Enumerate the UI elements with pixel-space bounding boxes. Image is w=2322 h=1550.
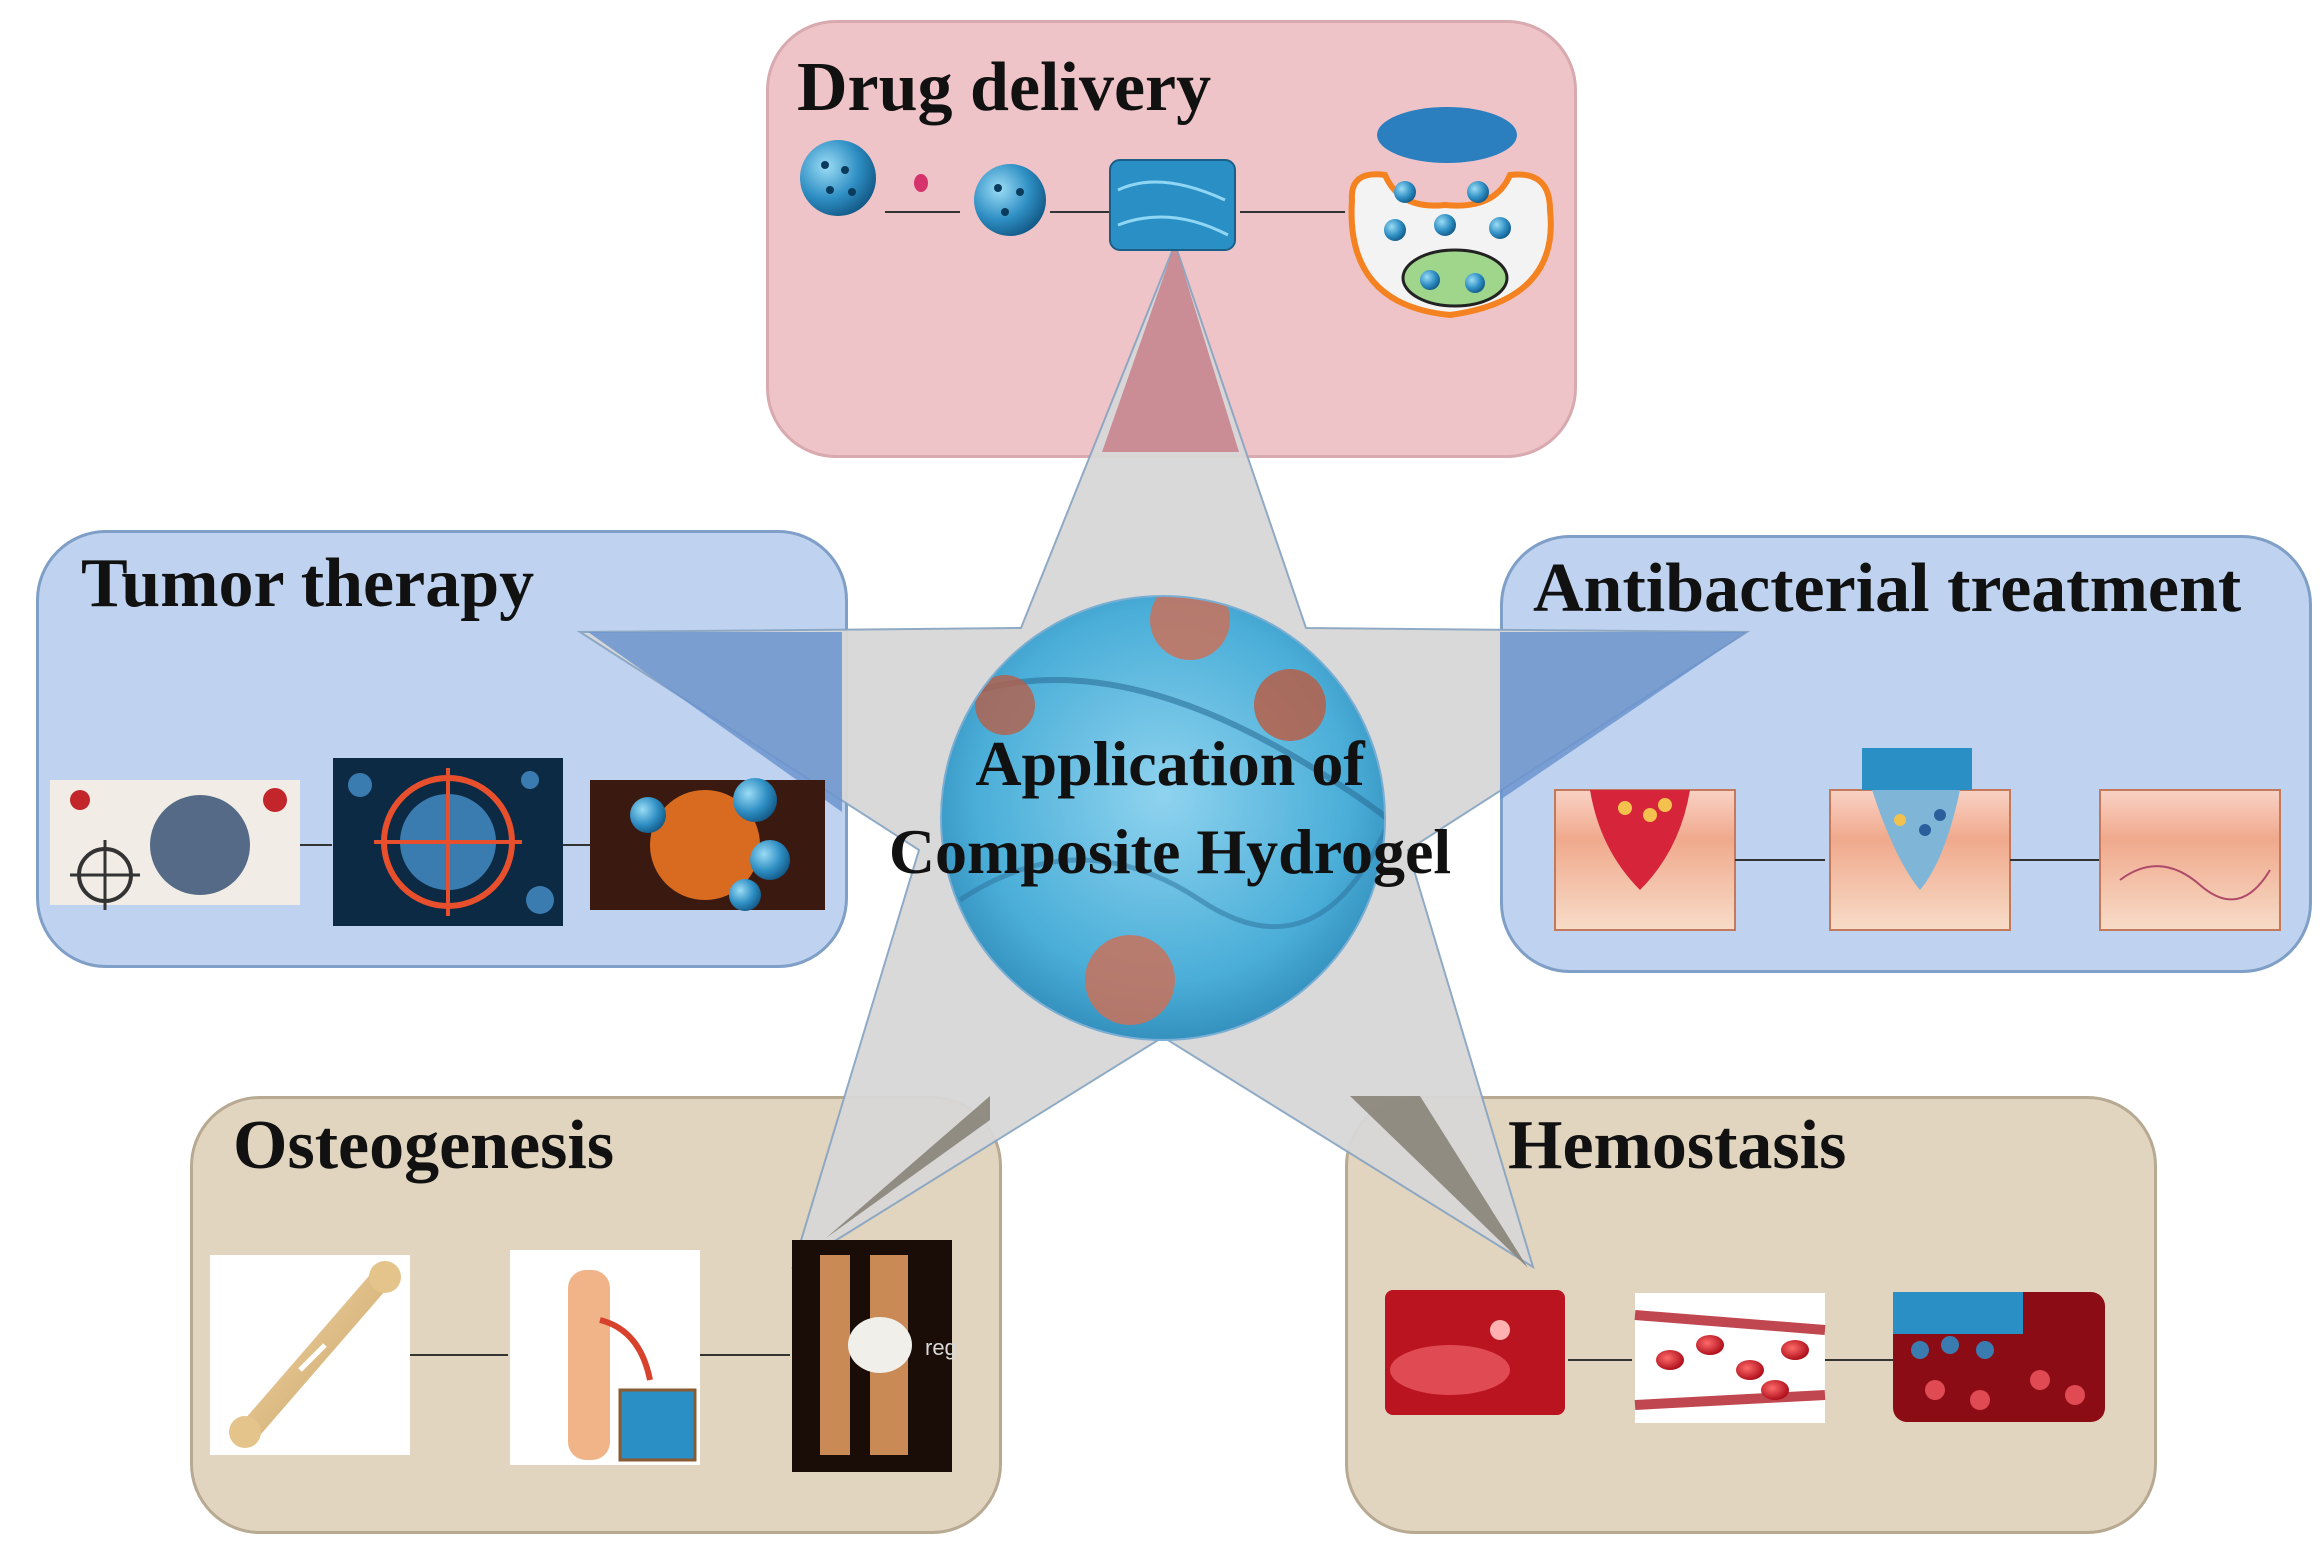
- center-label: Application of Composite Hydrogel: [820, 720, 1520, 896]
- hydrogel-center-image: [941, 596, 1385, 1040]
- star-tip-osteo: [826, 1096, 990, 1238]
- hydrogel-block-icon: [1109, 159, 1236, 251]
- hemostasis-title: Hemostasis: [1508, 1107, 1847, 1184]
- bone-icon: [210, 1255, 410, 1455]
- drug-molecule-icon: [914, 174, 928, 192]
- healed-skin-icon: [2099, 789, 2281, 931]
- blood-vessel-icon: [1385, 1290, 1565, 1415]
- star-tip-hemo: [1350, 1096, 1528, 1268]
- skin-hydrogel-icon: [1829, 748, 2011, 931]
- nanoparticle-icon: [800, 140, 876, 216]
- star-tip-drug: [1102, 244, 1239, 452]
- tumor-therapy-title: Tumor therapy: [81, 545, 535, 622]
- star-tip-tumor: [588, 632, 842, 812]
- bone-scaffold-icon: [510, 1250, 700, 1465]
- virus-icon: [50, 780, 300, 910]
- tumor-cell-icon: [590, 778, 825, 911]
- osteogenesis-title: Osteogenesis: [233, 1107, 615, 1184]
- target-crosshair-icon: [333, 758, 563, 926]
- star-tip-anti: [1500, 632, 1747, 800]
- xray-bone-icon: reg: [792, 1240, 957, 1472]
- skin-wound-icon: [1554, 789, 1736, 931]
- center-label-line1: Application of: [975, 728, 1365, 799]
- loaded-nanoparticle-icon: [974, 164, 1046, 236]
- cell-icon: [1348, 107, 1554, 319]
- red-blood-cell-icon: [1634, 1293, 1826, 1423]
- hydrogel-clot-icon: [1893, 1292, 2105, 1422]
- drug-delivery-title: Drug delivery: [797, 49, 1212, 126]
- xray-label: reg: [925, 1335, 957, 1360]
- antibacterial-title: Antibacterial treatment: [1533, 550, 2242, 627]
- center-label-line2: Composite Hydrogel: [888, 816, 1452, 887]
